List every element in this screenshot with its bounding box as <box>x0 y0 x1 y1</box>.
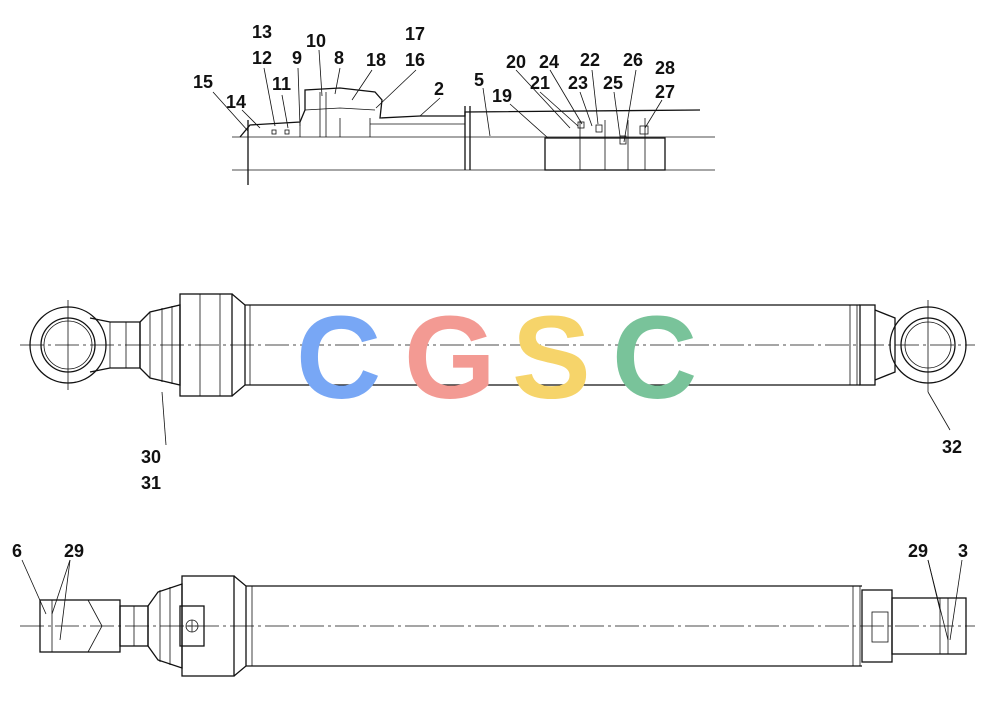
part-number-32: 32 <box>942 437 962 457</box>
part-number-25: 25 <box>603 73 623 93</box>
top-view-assembly <box>20 559 975 677</box>
part-number-17: 17 <box>405 24 425 44</box>
part-number-9: 9 <box>292 48 302 68</box>
part-number-29-left: 29 <box>64 541 84 561</box>
part-number-14: 14 <box>226 92 246 112</box>
watermark-letter-c1: C <box>296 292 381 424</box>
part-number-15: 15 <box>193 72 213 92</box>
watermark-letter-s: S <box>512 292 591 424</box>
part-number-16: 16 <box>405 50 425 70</box>
side-view-assembly <box>20 293 975 446</box>
part-number-31: 31 <box>141 473 161 493</box>
part-number-21: 21 <box>530 73 550 93</box>
part-number-10: 10 <box>306 31 326 51</box>
part-number-5: 5 <box>474 70 484 90</box>
part-number-2: 2 <box>434 79 444 99</box>
part-number-19: 19 <box>492 86 512 106</box>
part-number-23: 23 <box>568 73 588 93</box>
part-number-29-right: 29 <box>908 541 928 561</box>
part-number-13: 13 <box>252 22 272 42</box>
part-number-3: 3 <box>958 541 968 561</box>
part-number-22: 22 <box>580 50 600 70</box>
part-number-27: 27 <box>655 82 675 102</box>
part-number-26: 26 <box>623 50 643 70</box>
part-number-24: 24 <box>539 52 559 72</box>
section-view <box>212 49 715 185</box>
part-number-20: 20 <box>506 52 526 72</box>
cgsc-watermark: C G S C <box>296 292 697 424</box>
part-number-8: 8 <box>334 48 344 68</box>
watermark-letter-c2: C <box>612 292 697 424</box>
watermark-letter-g: G <box>404 292 496 424</box>
part-number-30: 30 <box>141 447 161 467</box>
part-number-6: 6 <box>12 541 22 561</box>
part-number-11: 11 <box>272 74 291 94</box>
part-number-12: 12 <box>252 48 272 68</box>
part-number-28: 28 <box>655 58 675 78</box>
part-number-18: 18 <box>366 50 386 70</box>
